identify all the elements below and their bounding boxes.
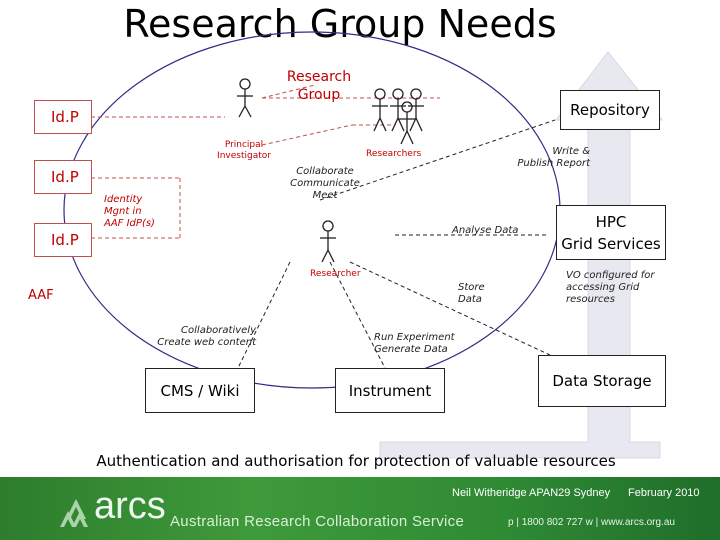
bottom-caption: Authentication and authorisation for pro… bbox=[96, 452, 616, 470]
stick-figure-icon bbox=[237, 78, 253, 118]
idp-box-2[interactable]: Id.P bbox=[34, 160, 92, 194]
presenter-info: Neil Witheridge APAN29 Sydney bbox=[452, 487, 611, 499]
researchers-label: Researchers bbox=[366, 149, 422, 159]
research-group-label: Research Group bbox=[286, 69, 352, 103]
store-data-note: Store Data bbox=[458, 282, 485, 305]
collaborative-web-note: Collaboratively Create web content bbox=[157, 325, 256, 348]
arcs-logo-icon bbox=[60, 499, 88, 527]
instrument-box[interactable]: Instrument bbox=[335, 368, 445, 413]
page-title: Research Group Needs bbox=[123, 2, 557, 46]
principal-investigator-label: Principal Investigator bbox=[217, 140, 271, 161]
aaf-label: AAF bbox=[28, 288, 54, 303]
researcher-label: Researcher bbox=[310, 269, 361, 279]
analyse-data-note: Analyse Data bbox=[452, 225, 519, 236]
stick-figure-icon bbox=[320, 220, 336, 263]
footer-banner: arcs Australian Research Collaboration S… bbox=[0, 477, 720, 540]
idp-box-1[interactable]: Id.P bbox=[34, 100, 92, 134]
stick-figure-icon bbox=[372, 88, 424, 145]
hpc-grid-services-box[interactable]: HPC Grid Services bbox=[556, 205, 666, 260]
collaborate-note: Collaborate Communicate Meet bbox=[290, 166, 360, 201]
identity-mgmt-note: Identity Mgnt in AAF IdP(s) bbox=[104, 194, 155, 229]
org-name: Australian Research Collaboration Servic… bbox=[170, 513, 465, 530]
data-storage-box[interactable]: Data Storage bbox=[538, 355, 666, 407]
vo-configured-note: VO configured for accessing Grid resourc… bbox=[566, 270, 655, 305]
repository-box[interactable]: Repository bbox=[560, 90, 660, 130]
date-info: February 2010 bbox=[628, 487, 700, 499]
run-experiment-note: Run Experiment Generate Data bbox=[374, 332, 455, 355]
arcs-logo-text: arcs bbox=[94, 485, 166, 527]
contact-info: p | 1800 802 727 w | www.arcs.org.au bbox=[508, 517, 675, 528]
cms-wiki-box[interactable]: CMS / Wiki bbox=[145, 368, 255, 413]
idp-box-3[interactable]: Id.P bbox=[34, 223, 92, 257]
write-publish-note: Write & Publish Report bbox=[517, 146, 590, 169]
